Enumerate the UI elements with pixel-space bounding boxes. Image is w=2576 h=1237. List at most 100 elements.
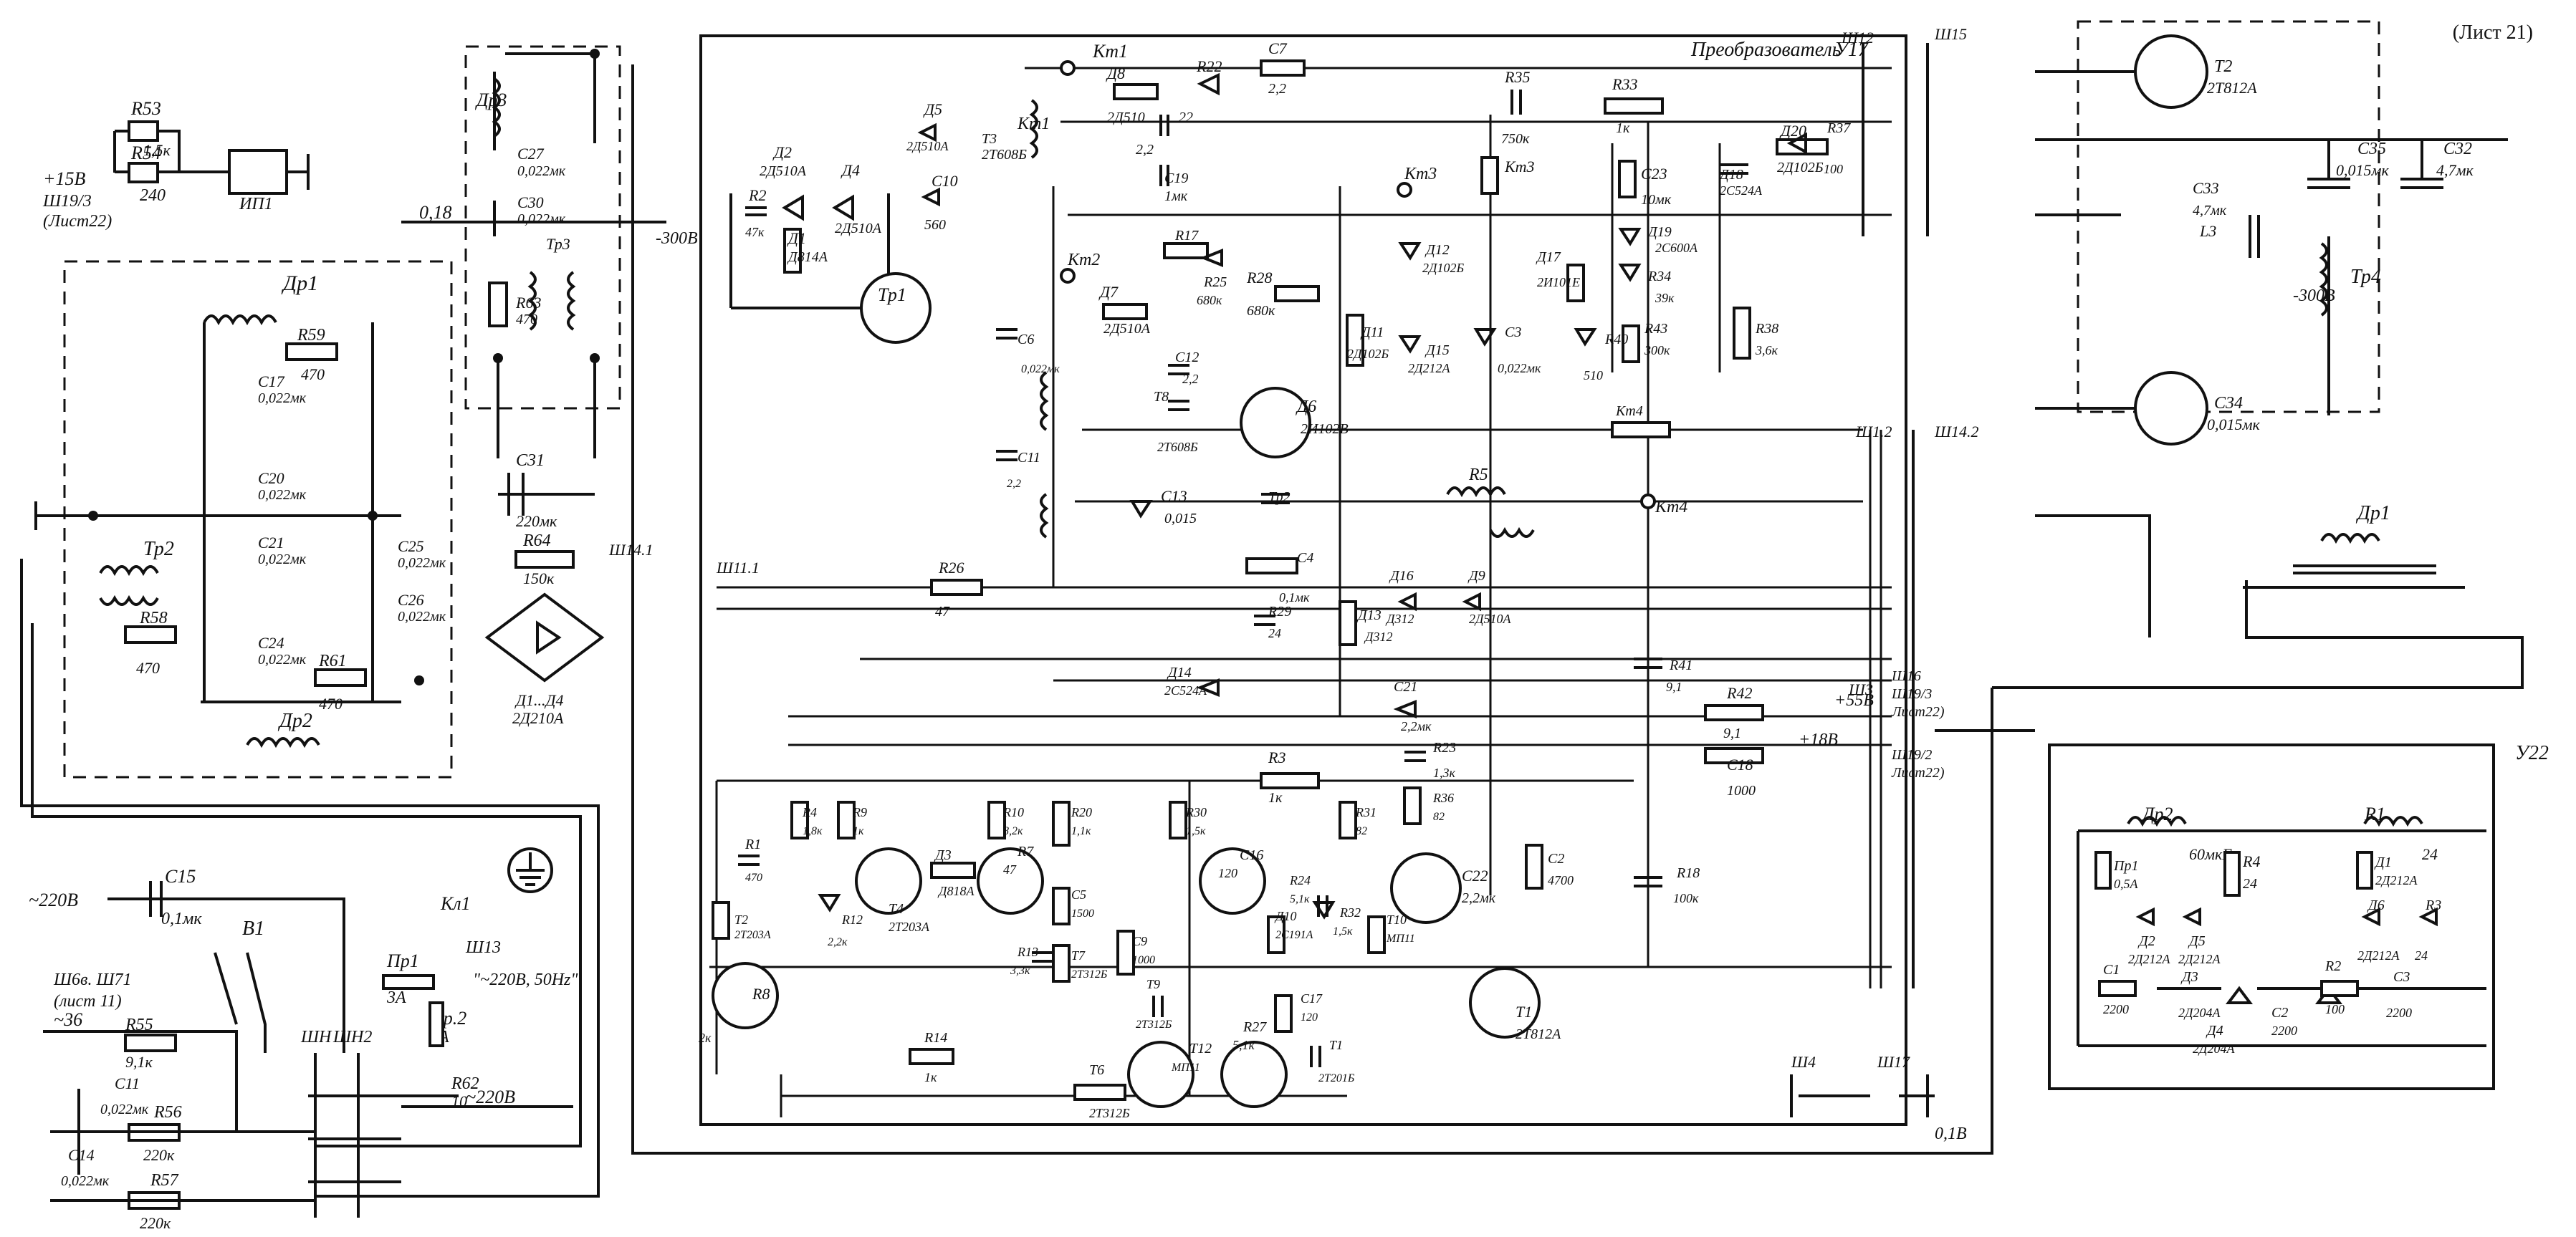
d4-conv-label: Д5 xyxy=(923,100,942,118)
ground-icon xyxy=(507,847,553,893)
r40-label: R43 xyxy=(1644,321,1667,337)
list22b-label: Лист22) xyxy=(1891,765,1945,781)
r4-conv-value: 1к xyxy=(853,825,864,837)
b1-label: В1 xyxy=(242,918,264,940)
d6-u22-value: 24 xyxy=(2415,948,2428,963)
list22-label: (Лист22) xyxy=(43,212,112,231)
r8-value: 1к xyxy=(924,1070,937,1084)
converter-labels: Кт1 R2 47к Д1 Д814А Д2 2Д510А Д4 2Д510А … xyxy=(699,39,1874,1120)
fuse1-label: Пр1 xyxy=(386,950,419,971)
r41-label: R42 xyxy=(1726,684,1752,702)
r58-label: R58 xyxy=(139,609,168,627)
r23-label: R3 xyxy=(1268,749,1285,766)
c8-label: C19 xyxy=(1164,170,1188,186)
r34-value: 2И101Е xyxy=(1537,275,1580,289)
r58-value: 470 xyxy=(136,659,160,677)
r15-value: 2Д510 xyxy=(1107,110,1145,125)
r1-u22-label: Пр1 xyxy=(2113,858,2138,874)
d5-conv-label: C10 xyxy=(932,172,958,190)
c32-label: C33 xyxy=(2193,179,2219,197)
r3-u22-value: 100 xyxy=(2325,1002,2345,1016)
r43-value: 3,6к xyxy=(1755,343,1778,357)
list22a-label: Лист22) xyxy=(1891,704,1945,720)
c35-label: C32 xyxy=(2443,140,2472,158)
c3-label: C6 xyxy=(1018,332,1034,347)
c10-label: Т3 xyxy=(982,131,997,147)
r59-label: R59 xyxy=(297,326,325,345)
r37-value: 10мк xyxy=(1641,192,1672,208)
d2-conv-value: 2Д510А xyxy=(835,221,882,236)
c2-conv-value: 470 xyxy=(745,872,762,884)
sh16-label: Ш16 xyxy=(1891,668,1921,684)
kt3-label: Кт3 xyxy=(1404,165,1437,183)
r44-label: Д20 xyxy=(1779,122,1806,140)
dr2-u22-label: R1 xyxy=(2364,804,2385,824)
c6-label: C11 xyxy=(1018,450,1040,466)
c34-value: 0,015мк xyxy=(2336,161,2390,179)
r22-value: 2,2 xyxy=(1268,81,1286,97)
ip1-section: R53 1,5к R54 240 ИП1 +15В Ш19/3 (Лист22) xyxy=(42,98,310,231)
c2-conv-label: R1 xyxy=(744,837,761,852)
d7-value: 680к xyxy=(1197,293,1222,307)
d19-label: R34 xyxy=(1647,269,1671,284)
c31-value: 220мк xyxy=(516,512,557,530)
r57-value: 220к xyxy=(140,1214,171,1232)
d1-conv-label: Д2 xyxy=(772,143,792,161)
sh6-label: Ш6в. Ш71 xyxy=(53,971,131,989)
c21-value: 0,022мк xyxy=(258,552,307,567)
sh17-label: Ш17 xyxy=(1877,1053,1910,1071)
c12-label: Т8 xyxy=(1154,389,1169,405)
sh15-label: Ш15 xyxy=(1934,25,1967,43)
r34-label: Д17 xyxy=(1536,249,1561,265)
sh3-label: Ш3 xyxy=(1848,680,1873,698)
kl1-label: Кл1 xyxy=(440,893,471,914)
c21-label: C21 xyxy=(258,534,284,552)
c5-label: R13 xyxy=(1017,945,1038,959)
d4-u22-value: 2200 xyxy=(2271,1024,2297,1038)
t2-out-label: C34 xyxy=(2214,394,2243,413)
d20-label: R37 xyxy=(1826,120,1851,136)
c4-value: 24 xyxy=(1268,626,1281,640)
c19-value: 750к xyxy=(1501,131,1530,147)
c21-conv-label: R41 xyxy=(1669,658,1692,673)
c22-label: R18 xyxy=(1676,865,1700,881)
fuse-u22-label: R4 xyxy=(2242,852,2260,870)
r4-conv-label: R9 xyxy=(852,805,867,819)
r9-label: R10 xyxy=(1002,805,1024,819)
r41-value: 9,1 xyxy=(1723,726,1741,741)
d19-value: 39к xyxy=(1655,291,1675,305)
c12-value: 2Т608Б xyxy=(1157,440,1198,454)
d20-value: 100 xyxy=(1824,162,1843,176)
u22-label: У22 xyxy=(2515,742,2549,764)
c9-value: 2Т312Б xyxy=(1136,1019,1172,1031)
r58-resistor xyxy=(124,625,177,644)
c33-label: L3 xyxy=(2199,222,2216,240)
r17-label: Д7 xyxy=(1098,283,1119,301)
r2-conv-label: Д1 xyxy=(787,229,806,247)
d1-u22-label: Д2 xyxy=(2137,933,2155,949)
c17-conv-value: 2Т201Б xyxy=(1318,1072,1355,1084)
t1-conv-label: R8 xyxy=(752,985,770,1003)
dr3-tp3-section: Др3 C27 0,022мк C30 0,022мк Тр3 R63 470 … xyxy=(401,49,698,727)
c20-label: C20 xyxy=(258,469,284,487)
tp4-label: Др1 xyxy=(2355,502,2390,524)
t10-label: C22 xyxy=(1462,867,1488,885)
r20-value: 1,5к xyxy=(1186,825,1206,837)
c18-label: R23 xyxy=(1432,740,1456,756)
r38-label: Кт4 xyxy=(1615,403,1643,419)
d17-value: 510 xyxy=(1584,368,1603,382)
t7-label: C16 xyxy=(1240,847,1263,863)
d18-value: 2С600А xyxy=(1655,241,1698,255)
r3-conv-label: R4 xyxy=(802,805,817,819)
r42-value: 1000 xyxy=(1727,783,1756,799)
r4-u22-label: Д1 xyxy=(2374,855,2392,870)
r55-value: 9,1к xyxy=(125,1053,153,1071)
r53-label: R53 xyxy=(130,98,161,119)
c27-label: C27 xyxy=(517,145,545,163)
t8-transistor xyxy=(1240,387,1311,458)
r63-resistor xyxy=(488,281,508,327)
r35-value: 1к xyxy=(1616,120,1630,136)
r53-value: 1,5к xyxy=(143,141,171,159)
c15-label: C15 xyxy=(165,866,196,887)
